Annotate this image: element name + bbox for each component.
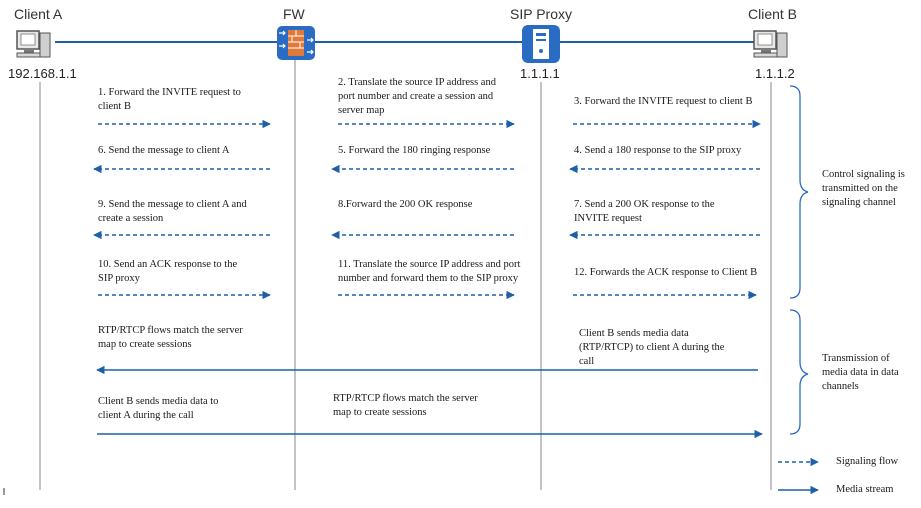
message-label-9: 9. Send the message to client A and crea… — [98, 199, 247, 224]
legend-media-label: Media stream — [836, 484, 894, 495]
pc-icon — [16, 30, 51, 58]
entity-address-client-b: 1.1.1.2 — [755, 66, 795, 81]
entity-name-sip-proxy: SIP Proxy — [510, 6, 572, 22]
entity-name-client-a: Client A — [14, 6, 63, 22]
message-label-4: 4. Send a 180 response to the SIP proxy — [574, 145, 742, 156]
bracket-label-control: Control signaling is transmitted on the … — [822, 169, 905, 208]
bracket-label-media: Transmission of media data in data chann… — [822, 353, 899, 392]
message-label-10: 10. Send an ACK response to the SIP prox… — [98, 259, 238, 284]
server-icon — [522, 25, 560, 63]
message-label-6: 6. Send the message to client A — [98, 145, 230, 156]
message-label-8: 8.Forward the 200 OK response — [338, 199, 473, 210]
message-label-5: 5. Forward the 180 ringing response — [338, 145, 491, 156]
media-data-bracket — [789, 309, 809, 435]
message-label-3: 3. Forward the INVITE request to client … — [574, 96, 753, 107]
message-label-12: 12. Forwards the ACK response to Client … — [574, 267, 758, 278]
entity-name-client-b: Client B — [748, 6, 798, 22]
entity-address-client-a: 192.168.1.1 — [8, 66, 77, 81]
media-label-right-top: Client B sends media data (RTP/RTCP) to … — [579, 328, 725, 367]
entity-address-sip-proxy: 1.1.1.1 — [520, 66, 560, 81]
media-label-left-top: RTP/RTCP flows match the server map to c… — [98, 325, 243, 350]
message-label-11: 11. Translate the source IP address and … — [338, 259, 521, 284]
media-label-left-bottom: Client B sends media data to client A du… — [98, 396, 219, 421]
message-label-2: 2. Translate the source IP address and p… — [338, 77, 496, 116]
message-label-1: 1. Forward the INVITE request to client … — [98, 87, 241, 112]
firewall-icon — [277, 26, 315, 60]
legend-signaling-label: Signaling flow — [836, 456, 899, 467]
control-signaling-bracket — [789, 85, 809, 299]
entity-name-fw: FW — [283, 6, 305, 22]
pc-icon — [753, 30, 788, 58]
message-label-7: 7. Send a 200 OK response to the INVITE … — [574, 199, 715, 224]
media-label-mid-bottom: RTP/RTCP flows match the server map to c… — [333, 393, 478, 418]
